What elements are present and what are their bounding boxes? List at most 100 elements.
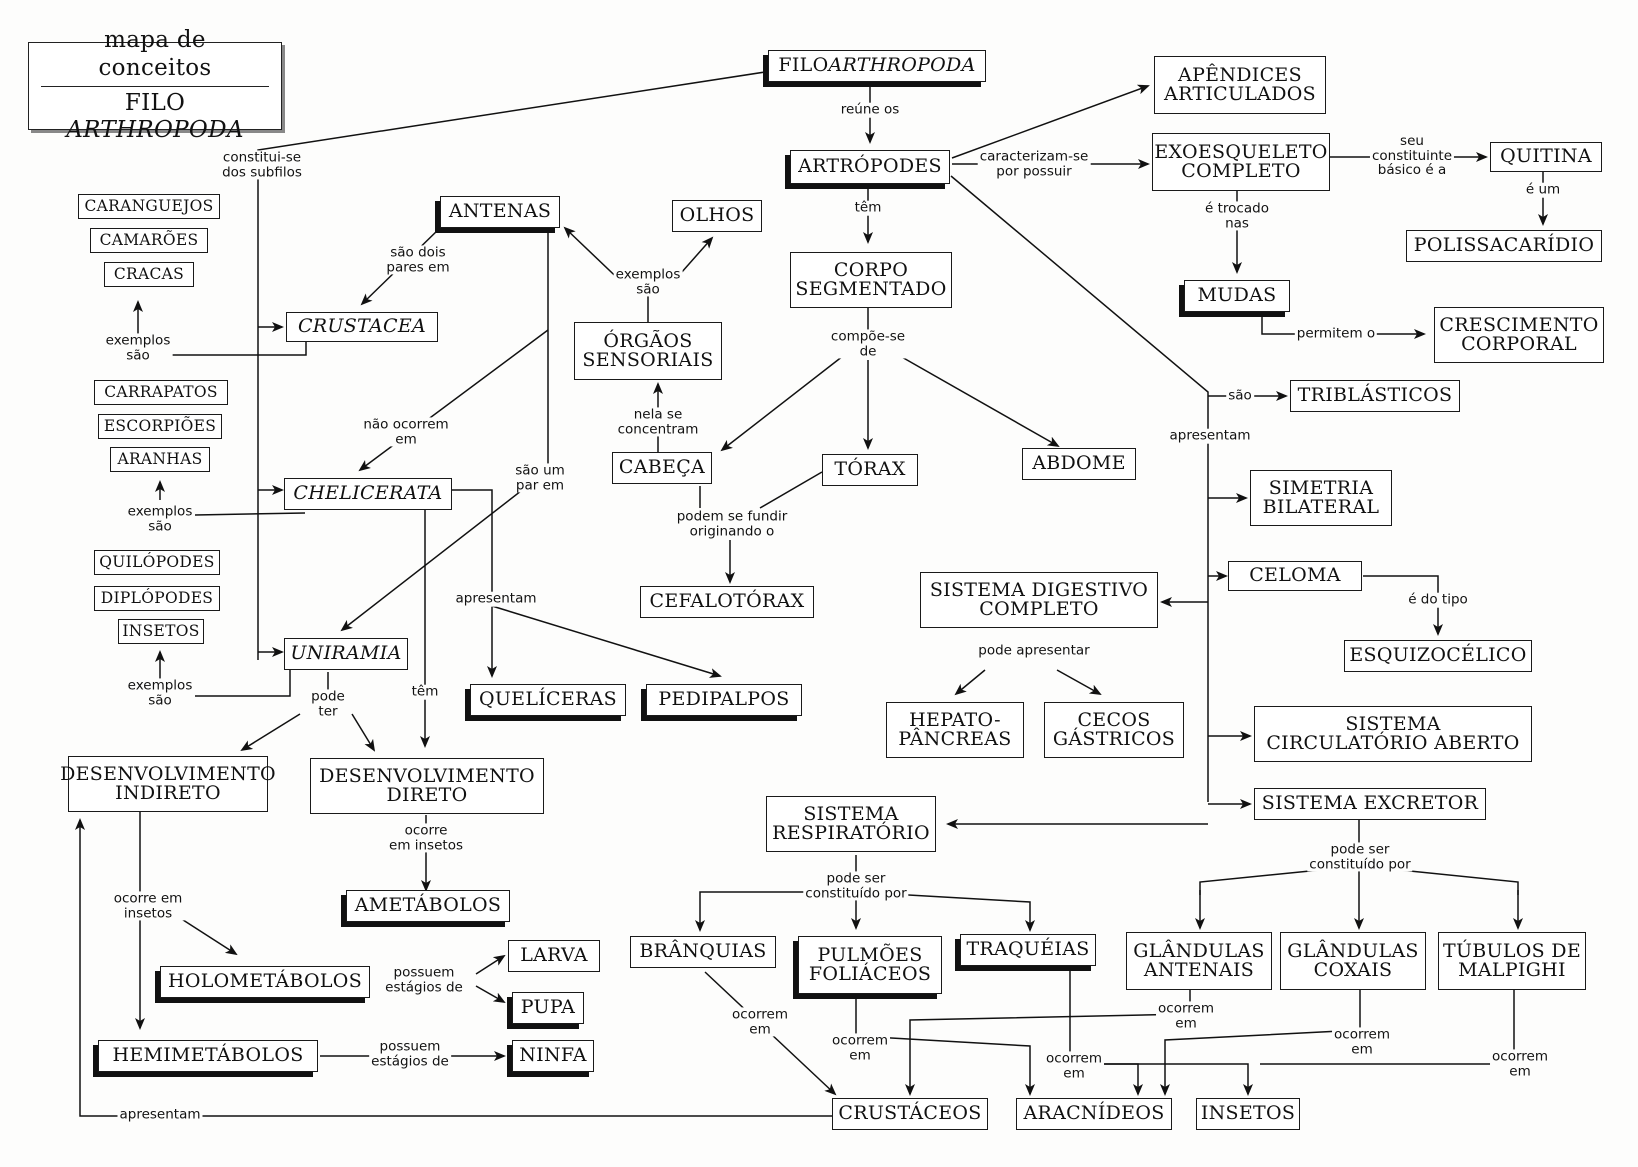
line-torax-to-fusion xyxy=(759,471,823,509)
line-to-apendices xyxy=(951,84,1150,159)
label-pode-ser-respiratorio: pode ser constituído por xyxy=(803,870,909,901)
node-orgaos-sensoriais: ÓRGÃOS SENSORIAIS xyxy=(574,322,722,380)
label-ocorrem-branquias: ocorrem em xyxy=(730,1006,790,1037)
label-ocorre-em-insetos-direto: ocorre em insetos xyxy=(387,822,465,853)
line-antenas-to-chelicerata xyxy=(358,329,549,472)
node-exoesqueleto-completo: EXOESQUELETO COMPLETO xyxy=(1152,133,1330,191)
line-chel-appendages xyxy=(452,489,497,678)
node-ametabolos: AMETÁBOLOS xyxy=(346,890,510,922)
example-insetos: INSETOS xyxy=(118,619,204,644)
label-constitui-se: constitui-se dos subfilos xyxy=(220,149,304,180)
line-corpo-to-cabeca xyxy=(720,355,844,452)
line-unir-to-examples xyxy=(195,667,291,697)
node-quitina: QUITINA xyxy=(1490,142,1602,172)
line-to-direto xyxy=(351,713,376,752)
node-olhos: OLHOS xyxy=(672,200,762,232)
label-ocorrem-pulmoes: ocorrem em xyxy=(830,1032,890,1063)
label-pode-ter: pode ter xyxy=(309,688,347,719)
line-indireto-to-holo xyxy=(179,917,238,956)
line-dig-to-cecos xyxy=(1056,669,1102,695)
node-sistema-respiratorio: SISTEMA RESPIRATÓRIO xyxy=(766,796,936,852)
label-reune-os: reúne os xyxy=(838,101,902,118)
node-torax: TÓRAX xyxy=(822,454,918,486)
node-polissacaridio: POLISSACARÍDIO xyxy=(1406,230,1602,262)
example-aranhas: ARANHAS xyxy=(110,447,210,472)
node-crustacea: CRUSTACEA xyxy=(286,312,438,342)
node-cefalotorax: CEFALOTÓRAX xyxy=(640,586,814,618)
node-glandulas-antenais: GLÂNDULAS ANTENAIS xyxy=(1126,932,1272,990)
label-nao-ocorrem: não ocorrem em xyxy=(361,416,451,447)
label-tem-chelicerata: têm xyxy=(409,683,441,700)
line-celoma-to-esquizo xyxy=(1363,575,1443,636)
node-holometabolos: HOLOMETÁBOLOS xyxy=(160,966,370,998)
line-artropodes-to-spine xyxy=(950,175,1209,802)
line-pulm-to-arac xyxy=(855,996,1035,1096)
example-quilopodes: QUILÓPODES xyxy=(94,550,220,575)
node-celoma: CELOMA xyxy=(1228,561,1362,591)
label-podem-se-fundir: podem se fundir originando o xyxy=(674,508,790,539)
example-caranguejos: CARANGUEJOS xyxy=(78,194,220,219)
node-branquias: BRÂNQUIAS xyxy=(630,936,776,968)
label-possuem-holo: possuem estágios de xyxy=(383,964,465,995)
node-queliceras: QUELÍCERAS xyxy=(470,684,626,716)
node-pupa: PUPA xyxy=(512,992,584,1024)
label-exemplos-chelicerata: exemplos são xyxy=(125,503,195,534)
node-artropodes: ARTRÓPODES xyxy=(790,150,950,184)
map-title-block: mapa de conceitos FILO ARTHROPODA xyxy=(28,27,282,143)
label-permitem: permitem o xyxy=(1294,325,1378,342)
label-possuem-hemi: possuem estágios de xyxy=(369,1038,451,1069)
node-cecos-gastricos: CECOS GÁSTRICOS xyxy=(1044,702,1184,758)
node-crustaceos: CRUSTÁCEOS xyxy=(832,1098,988,1130)
example-escorpioes: ESCORPIÕES xyxy=(98,414,222,439)
label-constituinte: seu constituinte básico é a xyxy=(1369,133,1455,179)
label-e-trocado: é trocado nas xyxy=(1203,200,1271,231)
node-simetria-bilateral: SIMETRIA BILATERAL xyxy=(1250,470,1392,526)
line-chel-to-examples xyxy=(194,512,306,516)
line-holo-to-larva xyxy=(475,954,506,975)
label-e-um: é um xyxy=(1523,181,1563,198)
line-traq-to-insetos xyxy=(1069,962,1253,1096)
example-carrapatos: CARRAPATOS xyxy=(94,380,228,405)
label-apresentam-right: apresentam xyxy=(1167,427,1253,444)
node-sistema-digestivo: SISTEMA DIGESTIVO COMPLETO xyxy=(920,572,1158,628)
label-caracterizam: caracterizam-se por possuir xyxy=(977,148,1091,179)
node-mudas: MUDAS xyxy=(1184,280,1290,312)
example-camaroes: CAMARÕES xyxy=(90,228,208,253)
node-chelicerata: CHELICERATA xyxy=(284,478,452,510)
example-cracas: CRACAS xyxy=(104,262,194,287)
node-esquizocelico: ESQUIZOCÉLICO xyxy=(1344,640,1532,672)
node-hepato-pancreas: HEPATO- PÂNCREAS xyxy=(886,702,1024,758)
label-ocorre-em-insetos-indireto: ocorre em insetos xyxy=(111,890,185,921)
line-to-pedipalpos xyxy=(491,605,722,678)
label-nela-se: nela se concentram xyxy=(615,406,701,437)
line-holo-to-pupa xyxy=(475,985,506,1003)
node-triblasticos: TRIBLÁSTICOS xyxy=(1290,380,1460,412)
label-apresentam-bottom: apresentam xyxy=(117,1106,203,1123)
label-pode-apresentar: pode apresentar xyxy=(976,642,1092,659)
label-apresentam-chelicerata: apresentam xyxy=(453,590,539,607)
node-pulmoes-foliaceos: PULMÕES FOLIÁCEOS xyxy=(798,936,942,994)
map-title: mapa de conceitos xyxy=(41,27,269,87)
node-desenvolvimento-indireto: DESENVOLVIMENTO INDIRETO xyxy=(60,756,276,812)
node-hemimetabolos: HEMIMETÁBOLOS xyxy=(98,1040,318,1072)
label-ocorrem-gland-antenais: ocorrem em xyxy=(1156,1000,1216,1031)
line-dig-to-hepato xyxy=(954,669,986,696)
label-pode-ser-excretor: pode ser constituído por xyxy=(1307,841,1413,872)
line-gcox-to-arac xyxy=(1160,982,1361,1096)
node-pedipalpos: PEDIPALPOS xyxy=(646,684,802,716)
node-desenvolvimento-direto: DESENVOLVIMENTO DIRETO xyxy=(310,758,544,814)
node-tubulos-malpighi: TÚBULOS DE MALPIGHI xyxy=(1438,932,1586,990)
label-tem-corpo: têm xyxy=(852,199,884,216)
node-ninfa: NINFA xyxy=(512,1040,594,1072)
label-sao-dois-pares: são dois pares em xyxy=(384,244,452,275)
node-aracnideos: ARACNÍDEOS xyxy=(1016,1098,1172,1130)
node-apendices-articulados: APÊNDICES ARTICULADOS xyxy=(1154,56,1326,114)
label-ocorrem-tubulos: ocorrem em xyxy=(1490,1048,1550,1079)
node-cabeca: CABEÇA xyxy=(612,452,712,484)
node-filo-prefix: FILO xyxy=(778,54,829,77)
node-insetos-group: INSETOS xyxy=(1196,1098,1300,1130)
node-traqueias: TRAQUÉIAS xyxy=(960,934,1096,966)
node-crescimento-corporal: CRESCIMENTO CORPORAL xyxy=(1434,307,1604,363)
